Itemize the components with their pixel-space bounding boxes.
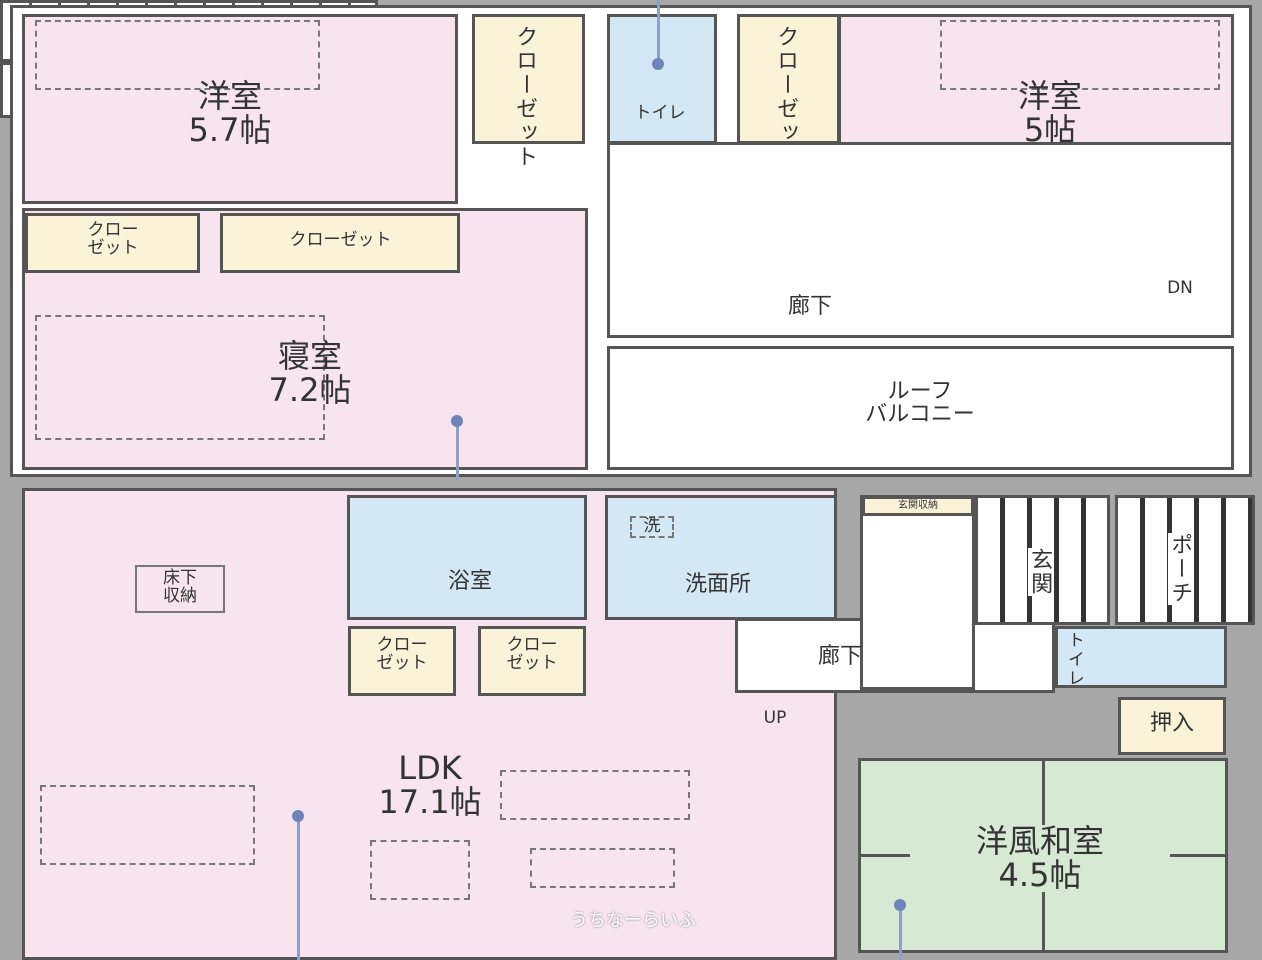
entrance-hall: [860, 495, 975, 690]
marker-pole: [456, 420, 459, 480]
toilet-lower: トイレ: [1055, 626, 1227, 688]
sofa: [500, 770, 690, 820]
stairs-direction: DN: [1167, 278, 1193, 298]
entrance-storage-label: 玄関収納: [898, 500, 938, 511]
dining-table: [40, 785, 255, 865]
porch-label: ポーチ: [1167, 533, 1193, 605]
closet-label: クロー ゼット: [506, 635, 558, 673]
room-size: 4.5帖: [998, 855, 1082, 894]
closet: クロー ゼット: [25, 213, 200, 273]
room-size: 5.7帖: [188, 110, 272, 149]
stairs-direction: UP: [763, 708, 787, 728]
marker-pole: [297, 815, 300, 960]
room-name: LDK: [398, 749, 462, 787]
underfloor-storage: 床下 収納: [135, 565, 225, 613]
room-western-5-7: [22, 14, 458, 204]
oshiire-label: 押入: [1149, 711, 1194, 736]
camera-marker: [894, 899, 906, 911]
marker-pole: [657, 0, 660, 60]
marker-pole: [899, 905, 902, 960]
oshiire-closet: 押入: [1118, 697, 1226, 755]
watermark-logo: うちなーらいふ: [570, 910, 696, 931]
toilet-label: トイレ: [634, 103, 686, 123]
bed-furniture: [35, 20, 320, 90]
hallway-upper: [607, 142, 1234, 338]
room-size: 7.2帖: [268, 370, 352, 409]
closet-label: クロー ゼット: [87, 220, 139, 258]
closet: クローゼット: [737, 14, 840, 169]
entrance-label: 玄関: [1027, 548, 1053, 596]
room-name: 洋室: [197, 77, 262, 115]
closet-label: クロー ゼット: [376, 635, 428, 673]
closet: クロー ゼット: [348, 626, 456, 696]
room-size: 5帖: [1023, 110, 1077, 149]
bathroom-label: 浴室: [447, 569, 492, 594]
closet: クローゼット: [220, 213, 460, 273]
bathroom: 浴室: [347, 495, 587, 620]
closet-label: クローゼット: [512, 25, 538, 169]
room-size: 17.1帖: [378, 782, 482, 821]
closet: クローゼット: [472, 14, 585, 169]
underfloor-label: 床下 収納: [163, 568, 197, 606]
entrance: 玄関: [975, 495, 1110, 625]
closet-label: クローゼット: [289, 230, 392, 250]
toilet-label: トイレ: [1063, 631, 1084, 688]
camera-marker: [652, 58, 664, 70]
roof-balcony: [607, 346, 1234, 470]
hallway-label: 廊下: [817, 644, 862, 669]
coffee-table: [530, 848, 675, 888]
washer-icon: 洗: [630, 516, 674, 538]
hallway-label: 廊下: [787, 294, 832, 319]
washroom: 洗洗面所: [605, 495, 837, 620]
toilet-upper: トイレ: [607, 14, 717, 144]
armchair: [370, 840, 470, 900]
room-name: 寝室: [277, 337, 342, 375]
porch: ポーチ: [1115, 495, 1255, 625]
roof-balcony-label: ルーフ バルコニー: [865, 379, 975, 428]
entrance-storage: 玄関収納: [862, 496, 974, 516]
room-name: 洋室: [1017, 77, 1082, 115]
room-name: 洋風和室: [975, 822, 1104, 860]
camera-marker: [292, 810, 304, 822]
bed-furniture: [940, 20, 1220, 90]
closet: クロー ゼット: [478, 626, 586, 696]
camera-marker: [451, 415, 463, 427]
washroom-label: 洗面所: [684, 572, 751, 597]
bed-furniture: [35, 315, 325, 440]
